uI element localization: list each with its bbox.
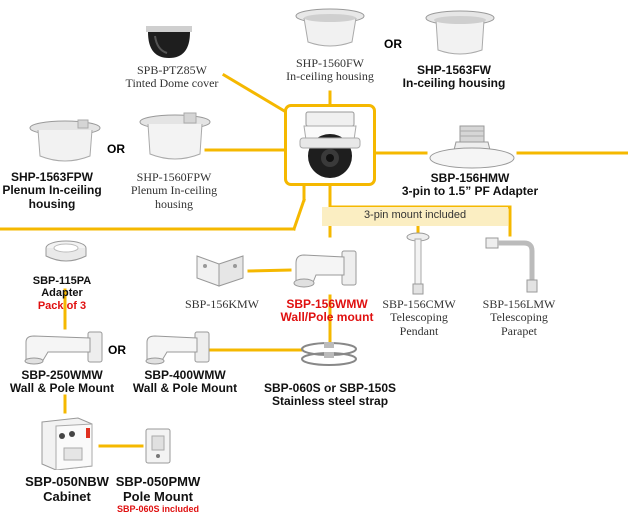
nbw-model: SBP-050NBW (25, 474, 109, 489)
pf-adapter-label: SBP-156HMW 3-pin to 1.5” PF Adapter (401, 171, 539, 199)
wmw-label: SBP-156WMW Wall/Pole mount (280, 297, 374, 325)
three-pin-mount-label: 3-pin mount included (363, 209, 467, 221)
or-top: OR (384, 37, 402, 51)
kmw-model: SBP-156KMW (184, 297, 260, 311)
wall-pole-mount-icon (293, 250, 357, 288)
plenum-1563-line2: Plenum In-ceiling (2, 183, 102, 198)
inceiling-1563-model: SHP-1563FW (416, 63, 492, 77)
adapter-115-desc: Adapter (41, 287, 83, 300)
pf-adapter-model: SBP-156HMW (430, 171, 510, 185)
plenum-1563-line1: SHP-1563FPW (10, 170, 94, 184)
wmw400-label: SBP-400WMW Wall & Pole Mount (132, 368, 238, 396)
plenum-1560-line3: housing (154, 196, 194, 211)
plenum-1563-line3: housing (28, 196, 76, 211)
wmw400-model: SBP-400WMW (144, 368, 226, 382)
steel-strap-icon (301, 342, 357, 366)
inceiling-1563-desc: In-ceiling housing (402, 76, 506, 91)
or-plenum: OR (107, 142, 125, 156)
wmw250-label: SBP-250WMW Wall & Pole Mount (9, 368, 115, 396)
inceiling-1563-label: SHP-1563FW In-ceiling housing (402, 63, 506, 91)
cmw-label: SBP-156CMW Telescoping Pendant (382, 297, 456, 338)
dome-cover-desc: Tinted Dome cover (125, 76, 219, 91)
in-ceiling-housing-deep-icon (425, 10, 495, 55)
cmw-model: SBP-156CMW (382, 297, 456, 311)
tinted-dome-cover-icon (146, 26, 192, 58)
dome-cover-label: SPB-PTZ85W Tinted Dome cover (125, 63, 219, 91)
plenum-1560-line2: Plenum In-ceiling (130, 183, 218, 198)
pf-adapter-desc: 3-pin to 1.5” PF Adapter (401, 184, 539, 199)
lmw-model: SBP-156LMW (482, 297, 556, 311)
cmw-desc1: Telescoping (390, 310, 448, 325)
wmw250-model: SBP-250WMW (21, 368, 103, 382)
kmw-label: SBP-156KMW (184, 297, 260, 311)
strap-model: SBP-060S or SBP-150S (263, 381, 397, 395)
lmw-label: SBP-156LMW Telescoping Parapet (482, 297, 556, 338)
pmw-desc: Pole Mount (122, 488, 194, 504)
wmw250-desc: Wall & Pole Mount (9, 381, 115, 396)
wmw-model: SBP-156WMW (286, 297, 368, 311)
strap-desc: Stainless steel strap (271, 394, 389, 409)
nbw-desc: Cabinet (43, 488, 91, 504)
adapter-115-label: SBP-115PA Adapter Pack of 3 (33, 275, 92, 312)
lmw-desc2: Parapet (501, 323, 537, 338)
wmw-desc: Wall/Pole mount (280, 310, 374, 325)
pmw-note: SBP-060S included (116, 504, 200, 515)
lmw-desc1: Telescoping (490, 310, 548, 325)
adapter-115-model: SBP-115PA (32, 275, 92, 287)
plenum-housing-icon (29, 119, 101, 162)
wall-mount-250-icon (24, 331, 103, 365)
line-kmw-wmw (247, 268, 292, 273)
telescoping-parapet-icon (485, 237, 538, 293)
or-wall: OR (108, 343, 126, 357)
cabinet-icon (41, 417, 93, 470)
pmw-model: SBP-050PMW (115, 474, 201, 489)
plenum-1560-line1: SHP-1560FPW (136, 170, 212, 184)
plenum-1560-label: SHP-1560FPW Plenum In-ceiling housing (130, 170, 218, 211)
pf-adapter-icon (429, 125, 515, 169)
line-left-branch (292, 198, 306, 231)
in-ceiling-housing-icon (295, 8, 365, 47)
dome-cover-model: SPB-PTZ85W (136, 63, 208, 77)
cmw-desc2: Pendant (399, 323, 439, 338)
pmw-label: SBP-050PMW Pole Mount SBP-060S included (115, 474, 201, 515)
pole-mount-icon (145, 428, 171, 464)
strap-label: SBP-060S or SBP-150S Stainless steel str… (263, 381, 397, 409)
inceiling-1560-desc: In-ceiling housing (286, 69, 374, 84)
wall-mount-400-icon (145, 331, 210, 365)
ring-adapter-icon (45, 240, 87, 262)
three-pin-mount-band: 3-pin mount included (322, 207, 508, 226)
nbw-label: SBP-050NBW Cabinet (25, 474, 109, 504)
inceiling-1560-label: SHP-1560FW In-ceiling housing (286, 56, 374, 84)
corner-mount-icon (196, 255, 244, 287)
adapter-115-note: Pack of 3 (37, 299, 87, 312)
line-dome-cover (221, 72, 289, 115)
telescoping-pendant-icon (406, 232, 430, 295)
wmw400-desc: Wall & Pole Mount (132, 381, 238, 396)
inceiling-1560-model: SHP-1560FW (295, 56, 364, 70)
ptz-dome-camera-icon (299, 111, 361, 178)
plenum-housing-alt-icon (139, 112, 211, 160)
plenum-1563-label: SHP-1563FPW Plenum In-ceiling housing (2, 170, 102, 211)
